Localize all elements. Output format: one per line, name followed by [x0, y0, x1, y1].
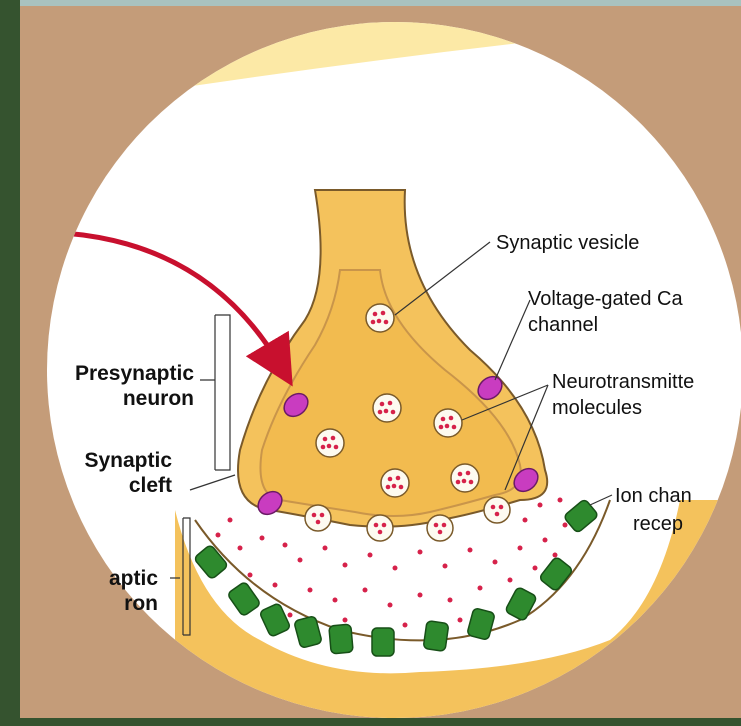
vesicle-docked [367, 515, 393, 541]
label-ion-channel-line2: recep [633, 513, 683, 535]
label-presynaptic-line1: Presynaptic [75, 362, 194, 385]
receptor [329, 624, 353, 654]
vesicle-docked [305, 505, 331, 531]
vesicle [316, 429, 344, 457]
label-cleft-line2: cleft [129, 474, 172, 497]
vesicle-docked [484, 497, 510, 523]
label-voltage-gated-line2: channel [528, 314, 598, 336]
vesicle-docked [427, 515, 453, 541]
label-cleft-line1: Synaptic [84, 449, 172, 472]
vesicle [366, 304, 394, 332]
vesicle [381, 469, 409, 497]
vesicle [434, 409, 462, 437]
label-postsynaptic-line1: aptic [109, 567, 158, 590]
vesicle [451, 464, 479, 492]
receptor [423, 621, 449, 652]
vesicle [373, 394, 401, 422]
label-synaptic-vesicle: Synaptic vesicle [496, 232, 639, 254]
label-voltage-gated-line1: Voltage-gated Ca [528, 288, 683, 310]
label-presynaptic-line2: neuron [123, 387, 194, 410]
label-postsynaptic-line2: ron [124, 592, 158, 615]
label-neurotransmitter-line1: Neurotransmitte [552, 371, 694, 393]
label-neurotransmitter-line2: molecules [552, 397, 642, 419]
receptor [372, 628, 394, 656]
label-ion-channel-line1: Ion chan [615, 485, 692, 507]
